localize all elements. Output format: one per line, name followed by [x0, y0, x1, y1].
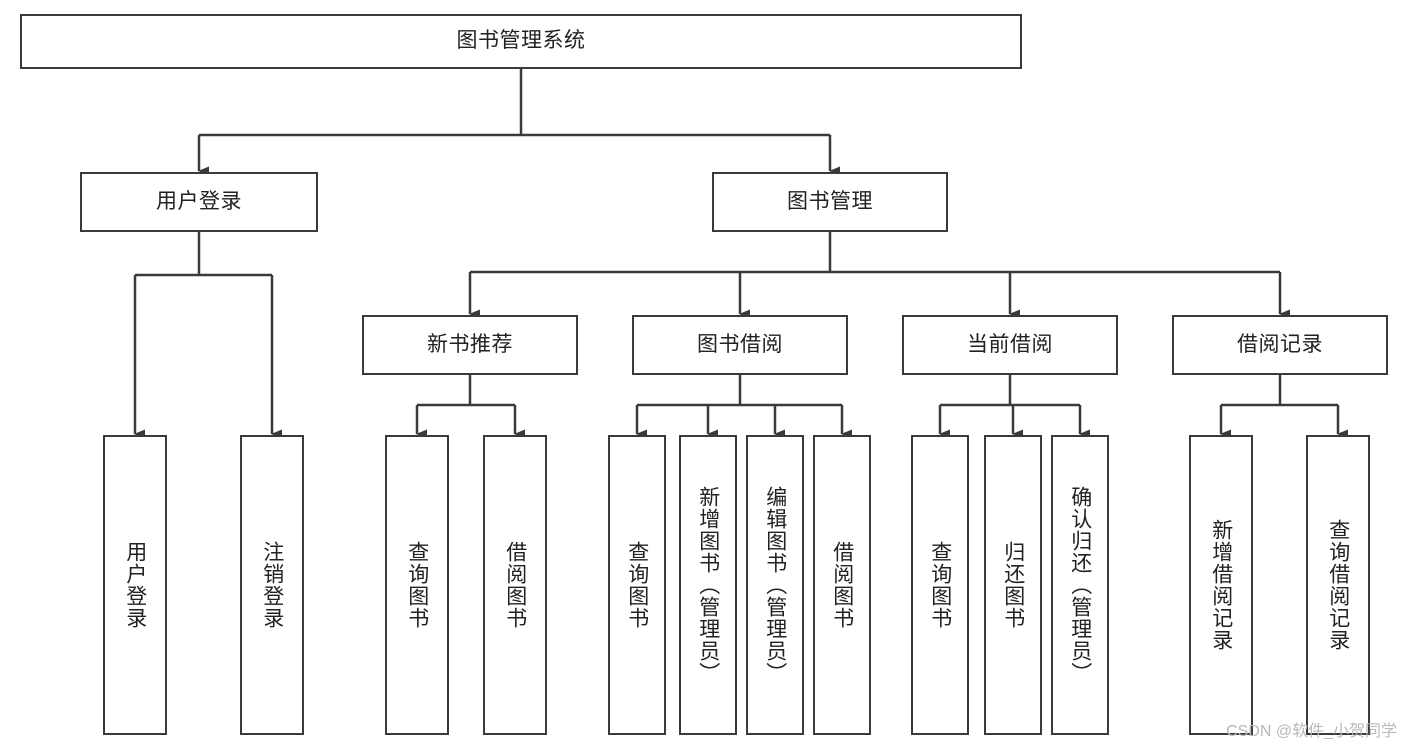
node-leaf-cb-query[interactable]: 查询图书 — [911, 435, 969, 735]
node-leaf-user-logout[interactable]: 注销登录 — [240, 435, 304, 735]
node-label: 查询图书 — [625, 541, 649, 629]
node-borrow-record[interactable]: 借阅记录 — [1172, 315, 1388, 375]
node-label: 借阅图书 — [503, 541, 527, 629]
node-leaf-bb-edit[interactable]: 编辑图书（管理员） — [746, 435, 804, 735]
node-leaf-bb-borrow[interactable]: 借阅图书 — [813, 435, 871, 735]
node-label: 图书借阅 — [697, 332, 783, 356]
node-root[interactable]: 图书管理系统 — [20, 14, 1022, 69]
watermark-label: CSDN @软件_小贺同学 — [1226, 723, 1397, 740]
node-label: 新书推荐 — [427, 332, 513, 356]
node-label: 借阅记录 — [1237, 332, 1323, 356]
node-label: 图书管理系统 — [456, 29, 586, 53]
node-leaf-cb-confirm[interactable]: 确认归还（管理员） — [1051, 435, 1109, 735]
node-leaf-user-login[interactable]: 用户登录 — [103, 435, 167, 735]
node-new-book-rec[interactable]: 新书推荐 — [362, 315, 578, 375]
node-leaf-bb-add[interactable]: 新增图书（管理员） — [679, 435, 737, 735]
node-label: 图书管理 — [787, 189, 873, 213]
node-leaf-br-query[interactable]: 查询借阅记录 — [1306, 435, 1370, 735]
node-label: 当前借阅 — [967, 332, 1053, 356]
node-current-borrow[interactable]: 当前借阅 — [902, 315, 1118, 375]
node-leaf-br-add[interactable]: 新增借阅记录 — [1189, 435, 1253, 735]
node-leaf-cb-return[interactable]: 归还图书 — [984, 435, 1042, 735]
node-label: 新增借阅记录 — [1209, 519, 1233, 651]
edge-layer — [133, 69, 1348, 439]
node-label: 归还图书 — [1001, 541, 1025, 629]
node-leaf-rec-query[interactable]: 查询图书 — [385, 435, 449, 735]
node-label: 确认归还（管理员） — [1068, 486, 1092, 684]
node-leaf-rec-borrow[interactable]: 借阅图书 — [483, 435, 547, 735]
node-label: 查询图书 — [405, 541, 429, 629]
node-label: 编辑图书（管理员） — [763, 486, 787, 684]
node-label: 借阅图书 — [830, 541, 854, 629]
node-user-login[interactable]: 用户登录 — [80, 172, 318, 232]
node-book-borrow[interactable]: 图书借阅 — [632, 315, 848, 375]
node-label: 查询图书 — [928, 541, 952, 629]
node-label: 注销登录 — [260, 541, 284, 629]
node-leaf-bb-query[interactable]: 查询图书 — [608, 435, 666, 735]
node-label: 查询借阅记录 — [1326, 519, 1350, 651]
node-label: 用户登录 — [123, 541, 147, 629]
node-label: 用户登录 — [156, 189, 242, 213]
node-book-manage[interactable]: 图书管理 — [712, 172, 948, 232]
node-label: 新增图书（管理员） — [696, 486, 720, 684]
